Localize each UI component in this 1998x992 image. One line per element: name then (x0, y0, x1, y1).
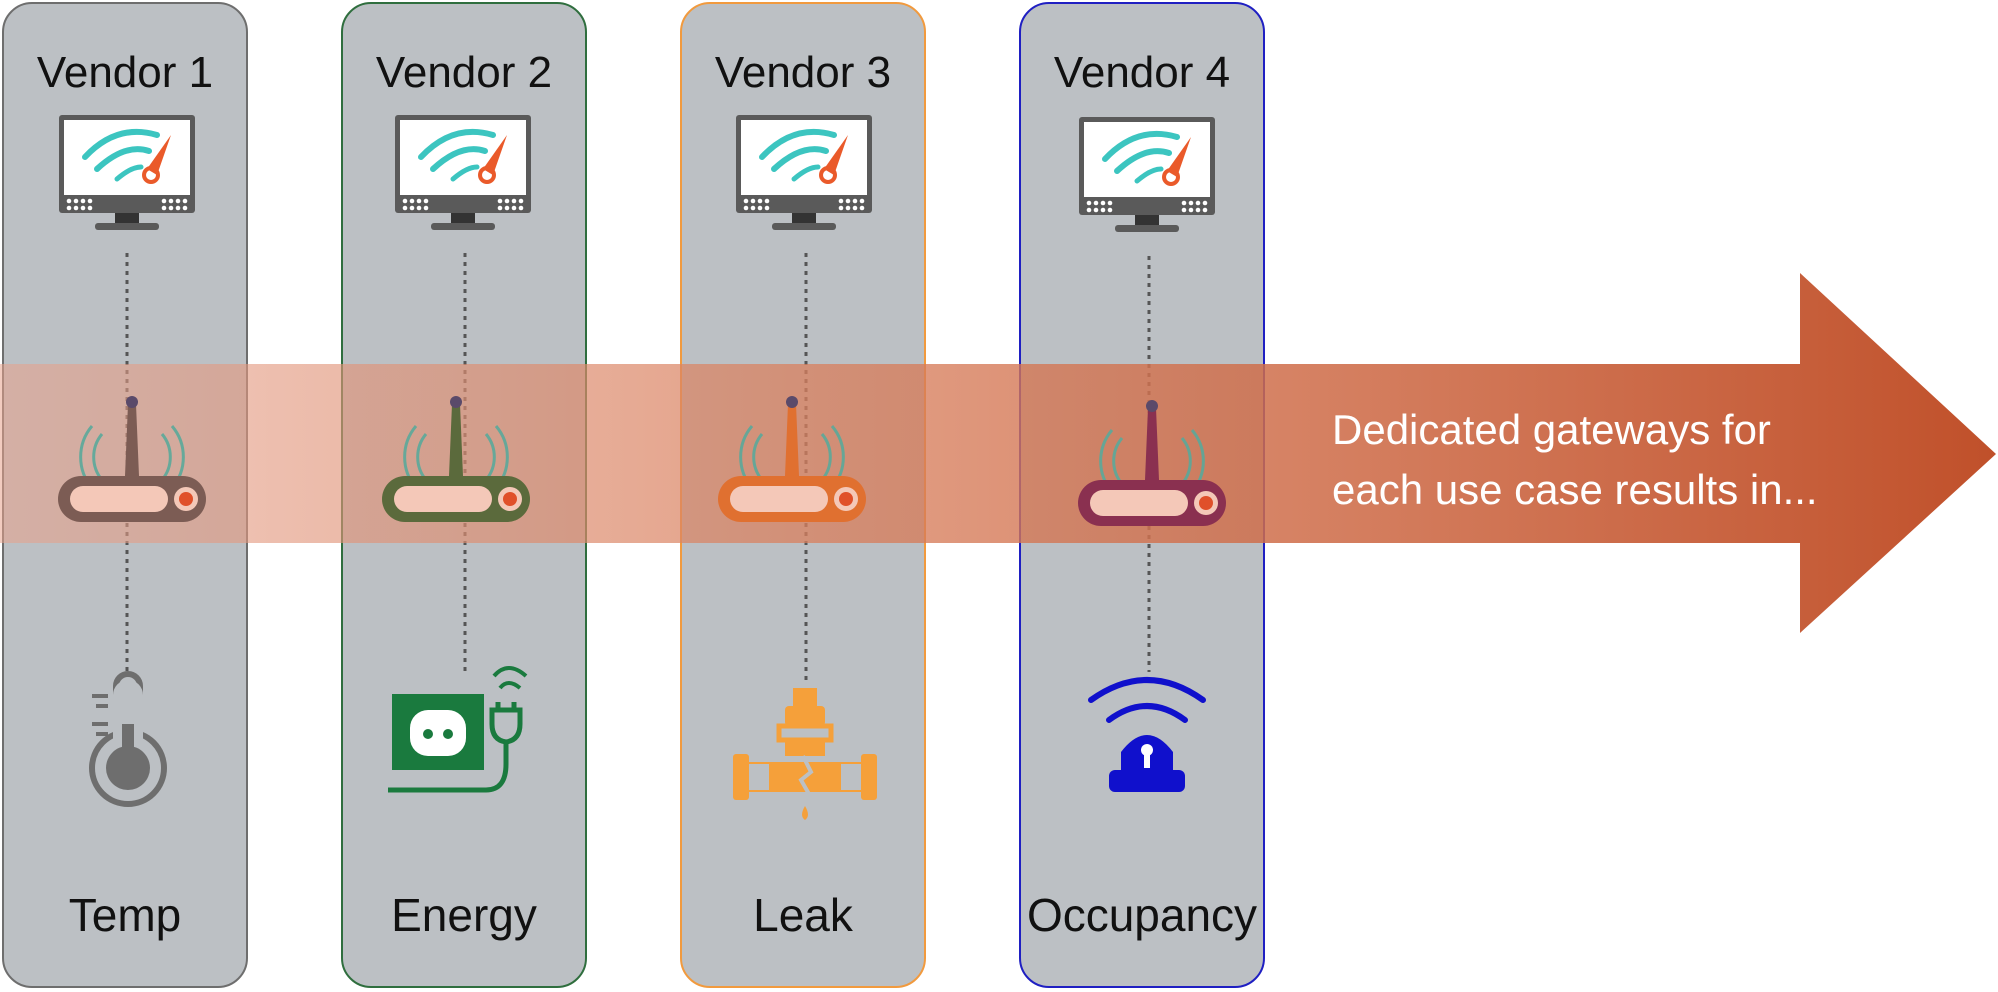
vendor-title: Vendor 4 (1053, 48, 1231, 97)
sensor-label: Energy (391, 889, 537, 941)
arrow-caption-line: each use case results in... (1332, 466, 1818, 513)
vendor-title: Vendor 2 (375, 48, 553, 97)
pipe-leak-icon (733, 688, 877, 820)
sensor-label: Temp (68, 889, 182, 941)
gateway-icon (718, 396, 866, 522)
arrow-caption: Dedicated gateways for each use case res… (1332, 400, 1818, 520)
gateway-icon (382, 396, 530, 522)
sensor-label: Leak (753, 889, 853, 941)
smart-plug-icon (388, 666, 528, 793)
arrow-caption-line: Dedicated gateways for (1332, 406, 1771, 453)
thermometer-icon (89, 671, 167, 807)
gateway-icon (58, 396, 206, 522)
vendor-title: Vendor 3 (714, 48, 892, 97)
monitor-icon (736, 115, 872, 230)
monitor-icon (395, 115, 531, 230)
monitor-icon (1079, 117, 1215, 232)
sensor-label: Occupancy (1026, 889, 1258, 941)
gateway-icon (1078, 400, 1226, 526)
vendor-title: Vendor 1 (36, 48, 214, 97)
monitor-icon (59, 115, 195, 230)
arrow-shape (0, 273, 1996, 633)
occupancy-sensor-icon (1088, 677, 1206, 792)
